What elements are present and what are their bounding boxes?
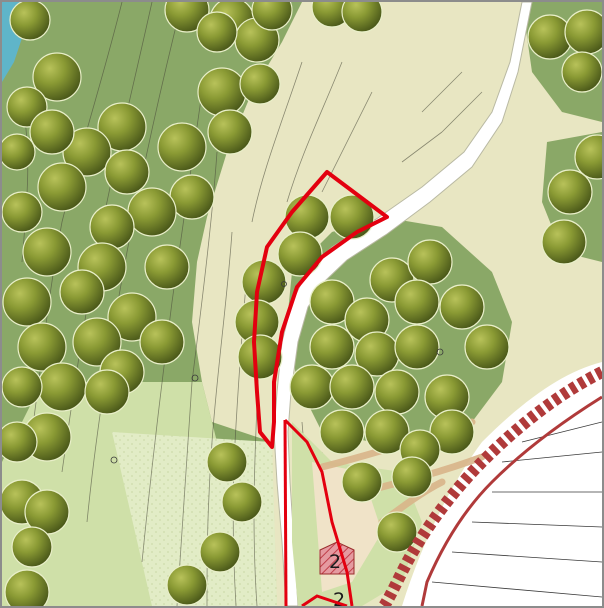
tree-icon	[11, 526, 53, 568]
survey-markers	[110, 281, 444, 464]
tree-icon	[394, 279, 440, 325]
tree-icon	[237, 334, 283, 380]
tree-icon	[541, 219, 587, 265]
tree-icon	[2, 191, 43, 233]
tree-icon	[169, 174, 215, 220]
tree-icon	[376, 511, 418, 553]
tree-icon	[2, 277, 52, 327]
tree-icon	[37, 162, 87, 212]
tree-icon	[2, 133, 36, 171]
plot-boundary-bottom[interactable]	[301, 594, 348, 606]
tree-icon	[547, 169, 593, 215]
tree-icon	[284, 194, 330, 240]
tree-icon	[2, 421, 38, 463]
tree-icon	[17, 322, 67, 372]
tree-icon	[464, 324, 510, 370]
tree-icon	[84, 369, 130, 415]
tree-icon	[139, 319, 185, 365]
tree-icon	[439, 284, 485, 330]
tree-icon	[89, 204, 135, 250]
tree-icon	[309, 324, 355, 370]
tree-icon	[29, 109, 75, 155]
tree-icon	[574, 134, 602, 180]
tree-icon	[319, 409, 365, 455]
tree-icon	[277, 231, 323, 277]
slope-boundary-band	[379, 366, 602, 606]
tree-icon	[289, 364, 335, 410]
tree-icon	[364, 409, 410, 455]
excavation-area	[402, 362, 602, 606]
tree-icon	[206, 441, 248, 483]
plot-boundary-upper[interactable]	[252, 170, 389, 449]
tree-icon	[144, 244, 190, 290]
tree-icon	[329, 364, 375, 410]
terrain-lines	[431, 421, 602, 598]
slope-boundary-line	[420, 395, 602, 606]
tree-icon	[207, 109, 253, 155]
tree-icon	[197, 67, 247, 117]
tree-icon	[394, 324, 440, 370]
tree-icon	[196, 11, 238, 53]
tree-icon	[564, 9, 602, 55]
tree-icon	[239, 63, 281, 105]
tree-icon	[391, 456, 433, 498]
plot-boundary-lower[interactable]	[283, 418, 354, 606]
tree-icon	[199, 531, 241, 573]
tree-icon	[104, 149, 150, 195]
tree-icon	[2, 366, 43, 408]
tree-icon	[166, 564, 208, 606]
building-number-label: 2	[329, 551, 341, 573]
tree-icon	[341, 2, 383, 33]
tree-icon	[341, 461, 383, 503]
tree-icon	[9, 2, 51, 41]
tree-icon	[59, 269, 105, 315]
tree-icon	[127, 187, 177, 237]
tree-icon	[22, 227, 72, 277]
tree-icon	[407, 239, 453, 285]
tree-icon	[251, 2, 293, 31]
tree-icon	[37, 362, 87, 412]
tree-icon	[62, 127, 112, 177]
tree-icon	[221, 481, 263, 523]
tree-icon	[561, 51, 602, 93]
tree-icon	[32, 52, 82, 102]
tree-icon	[157, 122, 207, 172]
tree-icon	[374, 369, 420, 415]
tree-icon	[4, 569, 50, 606]
plot-boundary-lower-left[interactable]	[283, 419, 288, 606]
